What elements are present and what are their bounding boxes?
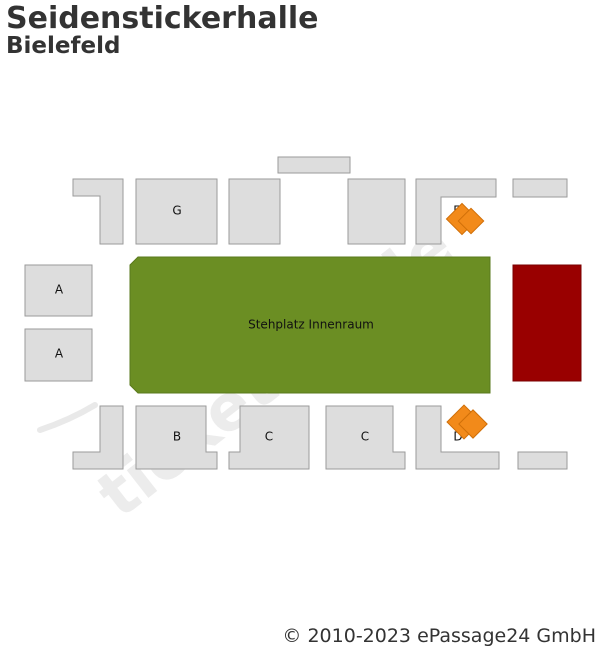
- section-top-center-strip[interactable]: [277, 156, 351, 174]
- section-bottom-right-strip[interactable]: [517, 451, 568, 470]
- section-top-left-block[interactable]: [228, 178, 281, 245]
- section-e[interactable]: [415, 178, 497, 245]
- section-a-upper[interactable]: [24, 264, 93, 317]
- section-top-right-strip[interactable]: [512, 178, 568, 198]
- camera-position-marker-upper: [445, 202, 485, 236]
- section-c-right[interactable]: [325, 405, 406, 470]
- watermark-stroke: [37, 402, 98, 433]
- section-c-left[interactable]: [228, 405, 310, 470]
- stage: [512, 264, 582, 382]
- section-a-lower[interactable]: [24, 328, 93, 382]
- stehplatz-innenraum-floor[interactable]: [129, 256, 491, 394]
- section-top-right-block[interactable]: [347, 178, 406, 245]
- copyright-notice: © 2010-2023 ePassage24 GmbH: [282, 625, 596, 647]
- seat-map: ticketbande G E A A Stehplatz Innenraum …: [24, 156, 582, 533]
- camera-position-marker-lower: [446, 404, 488, 440]
- venue-title: Seidenstickerhalle: [6, 1, 319, 36]
- section-bottom-left-corner[interactable]: [72, 405, 124, 470]
- venue-city: Bielefeld: [6, 33, 121, 59]
- section-top-left-corner[interactable]: [72, 178, 124, 245]
- section-b[interactable]: [135, 405, 218, 470]
- section-d[interactable]: [415, 405, 500, 470]
- section-g[interactable]: [135, 178, 218, 245]
